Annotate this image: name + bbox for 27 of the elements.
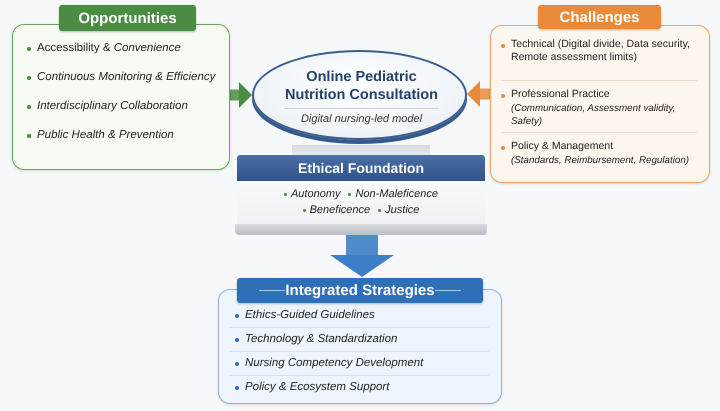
list-item: Interdisciplinary Collaboration bbox=[37, 99, 189, 114]
arrow bbox=[330, 235, 394, 277]
list-item: Continuous Monitoring & Efficiency bbox=[37, 70, 217, 85]
list-item: Professional Practice bbox=[511, 88, 611, 101]
list-item: Accessibility & Convenience bbox=[37, 41, 182, 56]
principle-label: Beneficence bbox=[310, 204, 370, 216]
list-item: Policy & Ecosystem Support bbox=[245, 380, 391, 395]
principle-label: Non-Maleficence bbox=[355, 188, 438, 200]
item-detail: (Standards, Reimbursement, Regulation) bbox=[511, 154, 690, 167]
panel-heading: Integrated Strategies bbox=[237, 278, 483, 303]
arrow bbox=[467, 81, 490, 107]
principle-label: Autonomy bbox=[290, 188, 340, 200]
list-item: Technology & Standardization bbox=[245, 332, 398, 347]
panel-heading: Opportunities bbox=[59, 5, 196, 31]
node-title: Online Pediatric Nutrition Consultation bbox=[284, 68, 440, 104]
item-detail: (Communication, Assessment validity, Safety) bbox=[511, 102, 676, 128]
panel-heading: Challenges bbox=[538, 5, 661, 29]
platform-block bbox=[237, 145, 485, 235]
list-item: Technical (Digital divide, Data security, Remote assessment limits) bbox=[511, 38, 691, 64]
list-item: Policy & Management bbox=[511, 140, 614, 153]
list-item: Nursing Competency Development bbox=[245, 356, 425, 371]
arrow bbox=[230, 82, 252, 108]
list-item: Ethics-Guided Guidelines bbox=[245, 308, 376, 323]
platform-header: Ethical Foundation bbox=[237, 155, 485, 181]
principle-label: Justice bbox=[385, 204, 420, 216]
node-subtitle: Digital nursing-led model bbox=[300, 113, 424, 125]
list-item: Public Health & Prevention bbox=[37, 128, 175, 143]
